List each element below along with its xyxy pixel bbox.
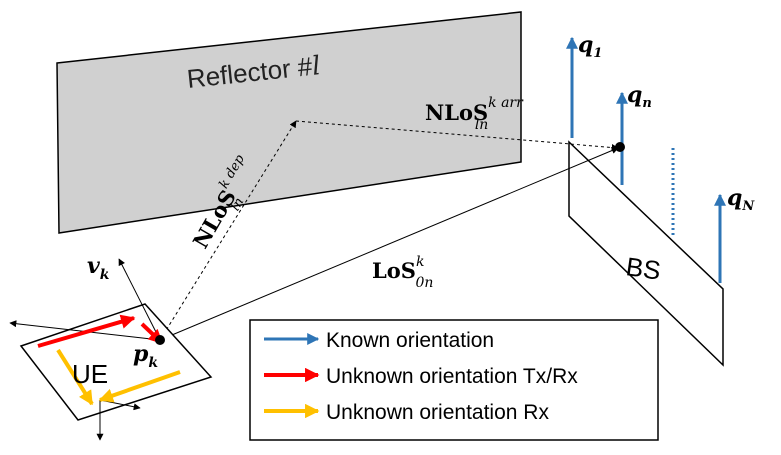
antenna-qn-label: qn <box>627 82 652 111</box>
antenna-q1-label: q1 <box>578 32 602 61</box>
ue-velocity-arrow <box>118 258 161 341</box>
reflector-panel <box>56 11 522 234</box>
los-path <box>159 147 619 341</box>
ue-position-point <box>155 335 165 345</box>
ue-label: UE <box>72 359 108 389</box>
ue-panel <box>19 303 213 421</box>
bs-reference-point <box>615 142 625 152</box>
legend-rx-label: Unknown orientation Rx <box>326 401 549 424</box>
ue-velocity-label: vk <box>87 253 110 283</box>
legend-known-label: Known orientation <box>326 329 494 352</box>
legend-txrx-label: Unknown orientation Tx/Rx <box>326 365 578 388</box>
ue-position-label: pk <box>133 341 158 371</box>
bs-panel <box>568 140 724 367</box>
ue-yellow-arrow <box>98 370 181 403</box>
bs-label: BS <box>624 251 663 286</box>
nlos-departure-path <box>159 120 297 341</box>
antenna-qN-label: qN <box>727 185 755 214</box>
legend: Known orientation Unknown orientation Tx… <box>249 319 659 441</box>
ue-red-arrow <box>37 314 136 348</box>
ue-yellow-arrow <box>56 348 94 406</box>
